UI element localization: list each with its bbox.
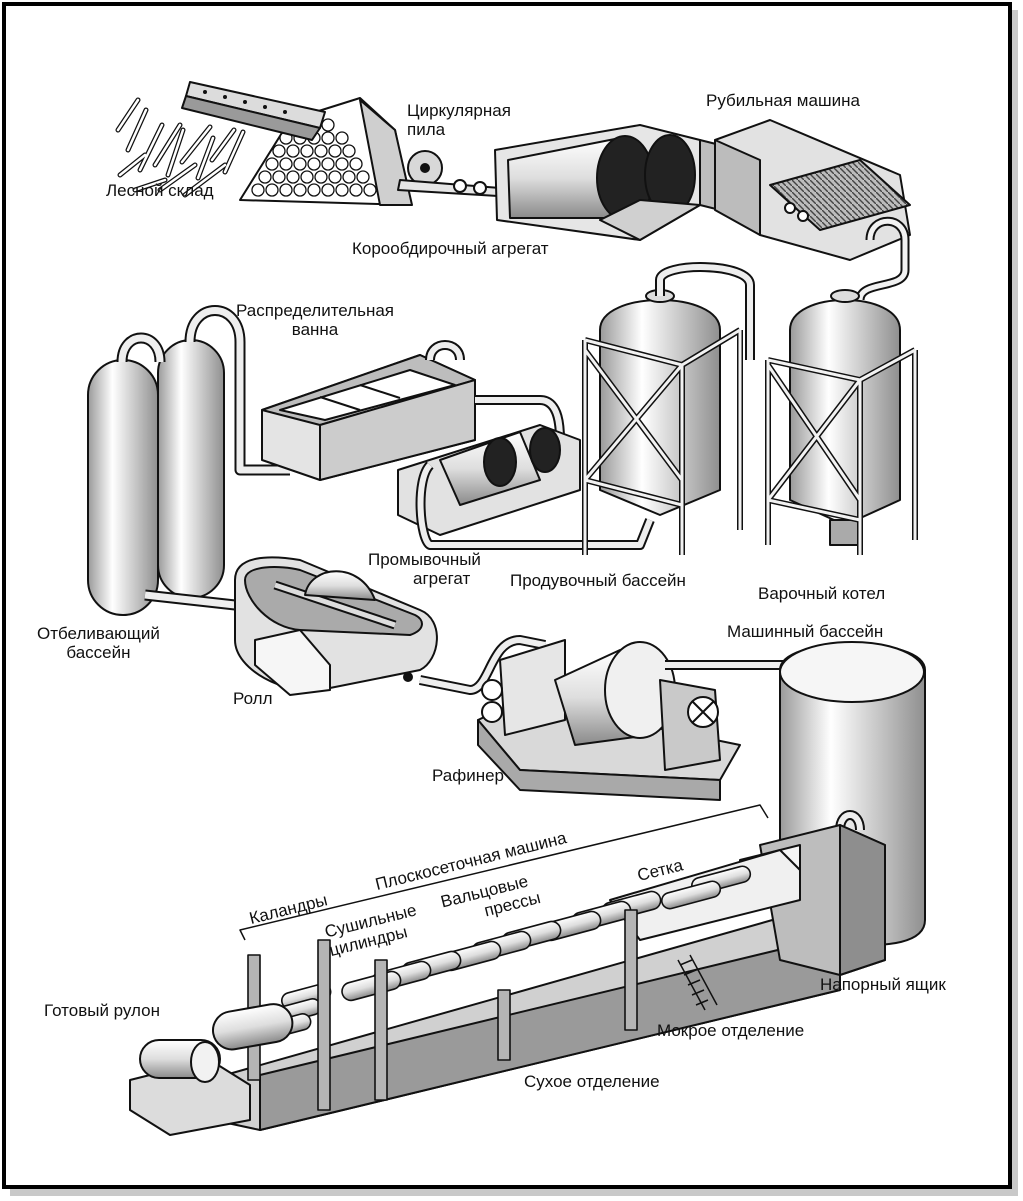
label-distribution-tank-line2: ванна [291, 320, 339, 339]
label-circular-saw: Циркулярная пила [407, 101, 511, 139]
label-debarker: Корообдирочный агрегат [352, 239, 549, 258]
label-bleaching: Отбеливающий бассейн [37, 624, 160, 662]
label-distribution-tank-line1: Распределительная [236, 301, 395, 320]
label-bleaching-line1: Отбеливающий [37, 624, 160, 643]
label-headbox: Напорный ящик [820, 975, 946, 994]
label-digester: Варочный котел [758, 584, 886, 603]
washer [397, 424, 655, 550]
label-distribution-tank: Распределительная ванна [236, 301, 394, 339]
chipper [714, 119, 911, 302]
label-washer-line1: Промывочный [368, 550, 481, 569]
label-circular-saw-line1: Циркулярная [407, 101, 511, 120]
beater-roll [234, 556, 546, 696]
label-wet-end: Мокрое отделение [657, 1021, 805, 1040]
label-finished-roll: Готовый рулон [44, 1001, 161, 1020]
distribution-tank [261, 340, 565, 481]
label-washer: Промывочный агрегат [368, 550, 481, 588]
label-washer-line2: агрегат [413, 569, 471, 588]
label-lesnoy-sklad: Лесной склад [106, 181, 214, 200]
label-blow-tank: Продувочный бассейн [510, 571, 686, 590]
label-chipper: Рубильная машина [706, 91, 860, 110]
blow-tank [582, 262, 755, 555]
paper-machine [129, 804, 886, 1136]
bleaching-towers [87, 305, 290, 616]
label-dry-end: Сухое отделение [524, 1072, 660, 1091]
log-yard [115, 81, 413, 206]
digester [765, 289, 918, 555]
debarking-drum [494, 124, 741, 241]
label-roll: Ролл [233, 689, 273, 708]
label-bleaching-line2: бассейн [66, 643, 131, 662]
label-circular-saw-line2: пила [407, 120, 446, 139]
label-machine-chest: Машинный бассейн [727, 622, 884, 641]
label-refiner: Рафинер [432, 766, 505, 785]
